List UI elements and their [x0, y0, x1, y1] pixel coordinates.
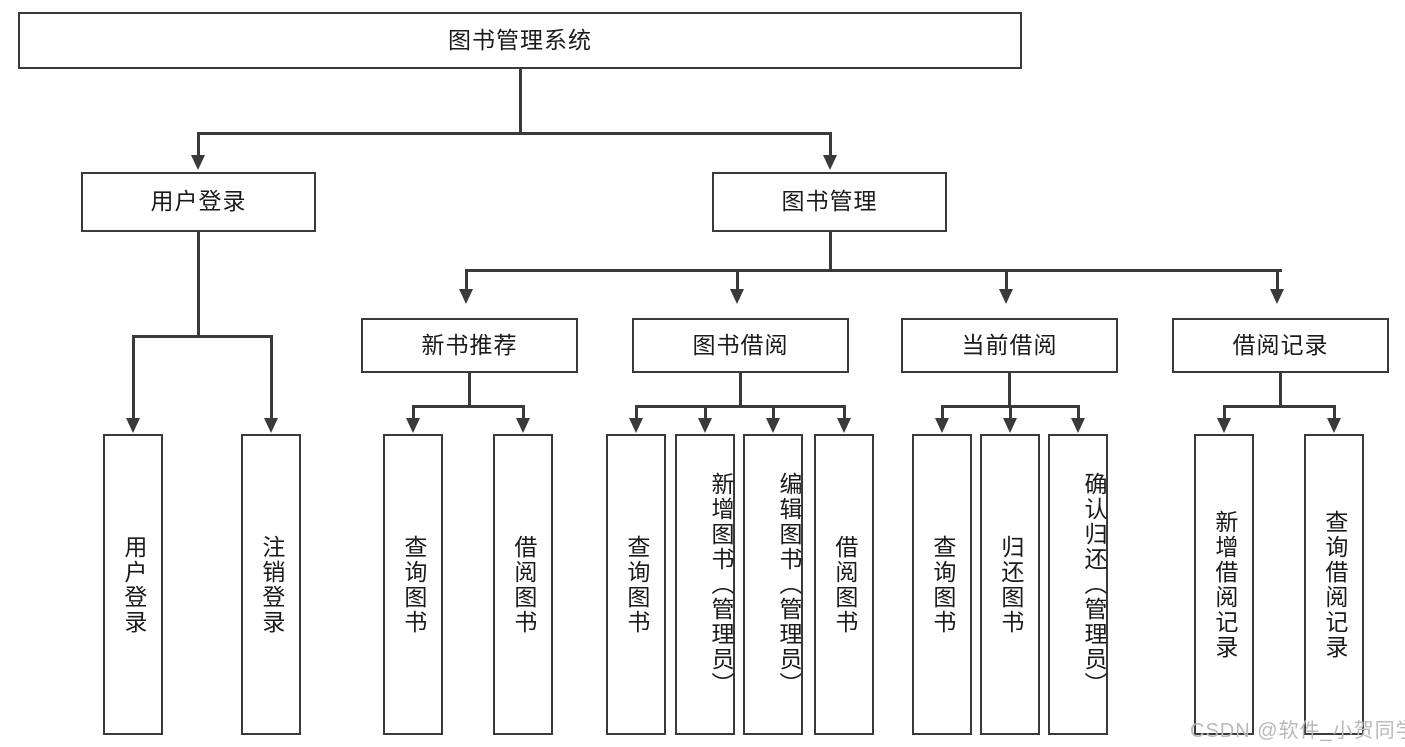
- edge-bb-drop-4: [843, 405, 846, 420]
- edge-new-book-stem: [468, 373, 471, 408]
- node-label: 查询图书: [929, 534, 956, 635]
- arrow-leaf-bb-add: [698, 418, 712, 433]
- leaf-bb-add-book-admin[interactable]: 新增图书（管理员）: [675, 434, 735, 735]
- node-label: 新增图书（管理员）: [708, 472, 734, 697]
- edge-new-book-drop-2: [522, 405, 525, 420]
- edge-bb-drop-2: [704, 405, 707, 420]
- leaf-nbr-borrow-book[interactable]: 借阅图书: [493, 434, 553, 735]
- node-label: 查询图书: [623, 534, 650, 635]
- leaf-nbr-query-book[interactable]: 查询图书: [383, 434, 443, 735]
- edge-level2-bus: [198, 132, 831, 135]
- node-label: 用户登录: [120, 534, 147, 635]
- arrow-leaf-bb-borrow: [837, 418, 851, 433]
- edge-to-current-borrow: [1005, 269, 1008, 291]
- edge-cb-drop-2: [1009, 405, 1012, 420]
- edge-to-book-borrow: [736, 269, 739, 291]
- arrow-leaf-cb-return: [1003, 418, 1017, 433]
- edge-user-login-bus: [133, 335, 272, 338]
- edge-borrow-record-stem: [1279, 373, 1282, 408]
- node-label: 借阅图书: [831, 534, 858, 635]
- arrow-to-user-login: [191, 155, 205, 170]
- node-label: 新书推荐: [421, 331, 518, 358]
- leaf-br-add-record[interactable]: 新增借阅记录: [1194, 434, 1254, 735]
- arrow-leaf-cb-confirm: [1071, 418, 1085, 433]
- arrow-leaf-nbr-borrow: [516, 418, 530, 433]
- edge-new-book-drop-1: [412, 405, 415, 420]
- leaf-cb-return-book[interactable]: 归还图书: [980, 434, 1040, 735]
- arrow-to-book-borrow: [730, 289, 744, 304]
- node-label: 借阅记录: [1232, 331, 1329, 358]
- edge-bb-drop-3: [772, 405, 775, 420]
- node-root-system[interactable]: 图书管理系统: [18, 12, 1022, 69]
- arrow-to-book-manage: [823, 155, 837, 170]
- arrow-leaf-user-login: [126, 418, 140, 433]
- leaf-bb-borrow-book[interactable]: 借阅图书: [814, 434, 874, 735]
- arrow-to-borrow-record: [1270, 289, 1284, 304]
- node-label: 确认归还（管理员）: [1081, 472, 1107, 697]
- node-new-book-recommend[interactable]: 新书推荐: [361, 318, 578, 373]
- leaf-logout[interactable]: 注销登录: [241, 434, 301, 735]
- node-book-borrow[interactable]: 图书借阅: [632, 318, 849, 373]
- edge-br-drop-1: [1223, 405, 1226, 420]
- edge-bb-drop-1: [635, 405, 638, 420]
- node-label: 查询图书: [400, 534, 427, 635]
- arrow-leaf-bb-query: [629, 418, 643, 433]
- arrow-leaf-br-query: [1327, 418, 1341, 433]
- edge-to-book-manage: [829, 132, 832, 158]
- leaf-user-login[interactable]: 用户登录: [103, 434, 163, 735]
- arrow-leaf-bb-edit: [766, 418, 780, 433]
- edge-user-login-drop-1: [132, 335, 135, 420]
- edge-to-user-login: [197, 132, 200, 158]
- node-label: 新增借阅记录: [1211, 509, 1238, 660]
- node-label: 归还图书: [997, 534, 1024, 635]
- watermark-text: CSDN @软件_小贺同学: [1190, 720, 1405, 742]
- node-label: 图书管理: [781, 188, 878, 215]
- leaf-cb-query-book[interactable]: 查询图书: [912, 434, 972, 735]
- node-label: 注销登录: [258, 534, 285, 635]
- node-label: 编辑图书（管理员）: [776, 472, 802, 697]
- edge-current-borrow-stem: [1008, 373, 1011, 408]
- node-label: 用户登录: [150, 188, 247, 215]
- leaf-br-query-record[interactable]: 查询借阅记录: [1304, 434, 1364, 735]
- edge-cb-drop-1: [941, 405, 944, 420]
- edge-to-new-book: [465, 269, 468, 291]
- arrow-leaf-nbr-query: [406, 418, 420, 433]
- edge-user-login-stem: [197, 232, 200, 337]
- node-label: 借阅图书: [510, 534, 537, 635]
- node-borrow-record[interactable]: 借阅记录: [1172, 318, 1389, 373]
- node-label: 当前借阅: [961, 331, 1058, 358]
- edge-to-borrow-record: [1276, 269, 1279, 291]
- arrow-to-current-borrow: [999, 289, 1013, 304]
- leaf-bb-edit-book-admin[interactable]: 编辑图书（管理员）: [743, 434, 803, 735]
- arrow-leaf-br-add: [1217, 418, 1231, 433]
- edge-br-drop-2: [1333, 405, 1336, 420]
- leaf-bb-query-book[interactable]: 查询图书: [606, 434, 666, 735]
- edge-book-borrow-stem: [739, 373, 742, 408]
- node-current-borrow[interactable]: 当前借阅: [901, 318, 1118, 373]
- leaf-cb-confirm-return-admin[interactable]: 确认归还（管理员）: [1048, 434, 1108, 735]
- node-book-management[interactable]: 图书管理: [712, 172, 947, 232]
- node-label: 查询借阅记录: [1321, 509, 1348, 660]
- edge-root-stem: [519, 69, 522, 134]
- node-label: 图书管理系统: [448, 26, 592, 53]
- edge-user-login-drop-2: [270, 335, 273, 420]
- edge-cb-drop-3: [1077, 405, 1080, 420]
- edge-level3-bus: [466, 269, 1282, 272]
- arrow-leaf-cb-query: [935, 418, 949, 433]
- edge-book-borrow-bus: [636, 405, 845, 408]
- edge-borrow-record-bus: [1224, 405, 1335, 408]
- arrow-to-new-book: [459, 289, 473, 304]
- node-label: 图书借阅: [692, 331, 789, 358]
- node-user-login[interactable]: 用户登录: [81, 172, 316, 232]
- edge-new-book-bus: [413, 405, 524, 408]
- edge-book-manage-stem: [829, 232, 832, 272]
- arrow-leaf-logout: [264, 418, 278, 433]
